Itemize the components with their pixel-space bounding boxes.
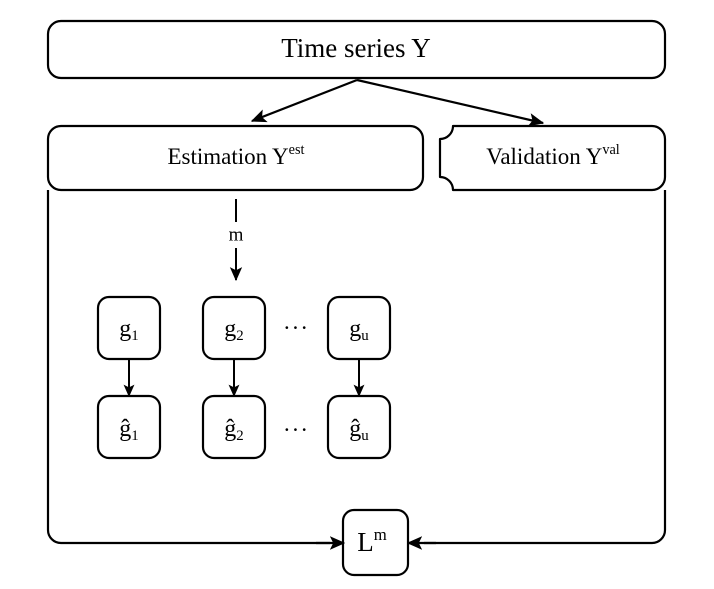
- label-forecast-2: ĝ2: [224, 416, 243, 445]
- ellipsis-forecasts-row: ···: [283, 417, 309, 442]
- estimation-group-container: [46, 124, 425, 192]
- label-forecast-2-subscript: 2: [236, 428, 243, 444]
- label-time-series-base: Time series Y: [281, 33, 431, 63]
- label-model-1: g1: [119, 316, 138, 345]
- label-model-2-subscript: 2: [236, 328, 243, 344]
- label-validation-base: Validation Y: [486, 144, 602, 169]
- label-loss-base: L: [357, 527, 374, 557]
- label-forecast-1-base: ĝ: [119, 416, 131, 442]
- label-model-edge: m: [229, 224, 244, 245]
- label-forecast-1-subscript: 1: [131, 428, 138, 444]
- label-time-series: Time series Y: [281, 33, 431, 63]
- node-forecast-1-box: [96, 394, 162, 460]
- validation-right-wall: [424, 190, 667, 545]
- label-model-u-subscript: u: [361, 328, 369, 344]
- label-validation-superscript: val: [602, 142, 619, 158]
- label-loss: Lm: [357, 525, 387, 557]
- node-forecast-u-box: [326, 394, 392, 460]
- label-forecast-1: ĝ1: [119, 416, 138, 445]
- label-forecast-2-base: ĝ: [224, 416, 236, 442]
- label-forecast-u-subscript: u: [361, 428, 369, 444]
- label-estimation: Estimation Yest: [167, 142, 304, 169]
- node-time-series-box: [46, 19, 667, 80]
- label-estimation-superscript: est: [289, 142, 305, 158]
- edge-root-to-validation: [356, 78, 545, 127]
- label-estimation-base: Estimation Y: [167, 144, 289, 169]
- estimation-container-left-wall: [46, 190, 330, 545]
- label-model-2-base: g: [224, 316, 236, 342]
- label-forecast-u-base: ĝ: [349, 416, 361, 442]
- label-loss-superscript: m: [374, 525, 387, 544]
- label-validation: Validation Yval: [486, 142, 619, 169]
- ellipsis-models-row: ···: [283, 315, 309, 340]
- label-model-u-base: g: [349, 316, 361, 342]
- label-model-1-base: g: [119, 316, 131, 342]
- edge-root-to-estimation: [250, 78, 358, 123]
- node-forecast-2-box: [201, 394, 267, 460]
- node-validation-box: [438, 124, 667, 192]
- label-model-2: g2: [224, 316, 243, 345]
- label-model-u: gu: [349, 316, 369, 345]
- label-forecast-u: ĝu: [349, 416, 369, 445]
- label-model-1-subscript: 1: [131, 328, 138, 344]
